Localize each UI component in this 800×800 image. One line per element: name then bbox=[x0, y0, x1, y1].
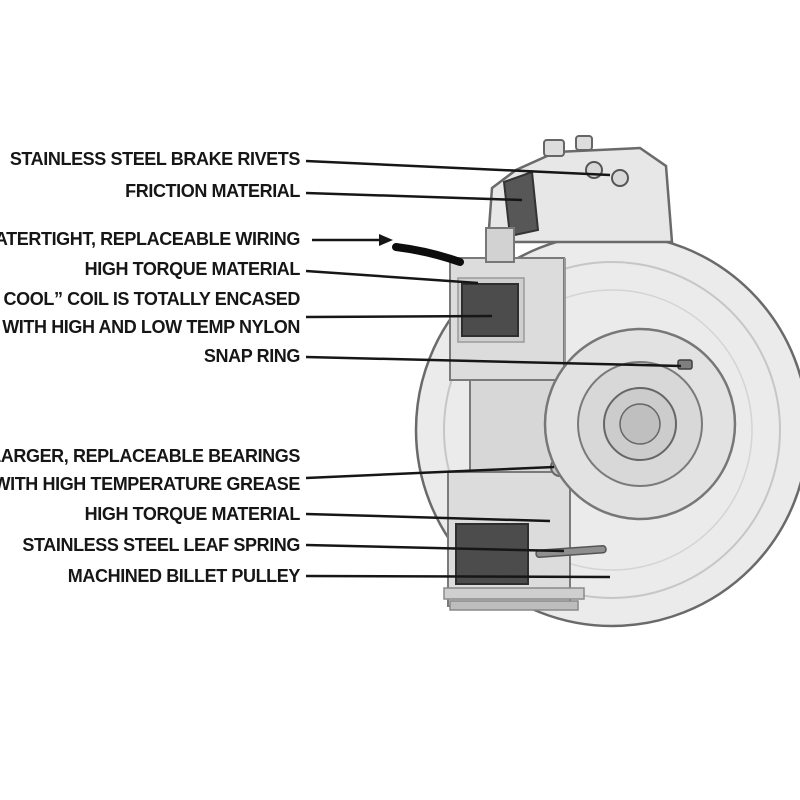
callout-label: WITH HIGH TEMPERATURE GREASE bbox=[0, 474, 300, 494]
callout-high-torque-upper: HIGH TORQUE MATERIAL bbox=[84, 255, 301, 283]
field-coil-lower bbox=[455, 523, 529, 585]
callout-friction-material: FRICTION MATERIAL bbox=[125, 177, 300, 205]
callout-leaf-spring: STAINLESS STEEL LEAF SPRING bbox=[22, 531, 300, 559]
stud-1 bbox=[543, 139, 565, 157]
callout-label: SNAP RING bbox=[203, 346, 300, 366]
callout-label: STAINLESS STEEL BRAKE RIVETS bbox=[9, 149, 301, 169]
leader-lines bbox=[305, 159, 682, 579]
leader-bearings bbox=[305, 465, 555, 480]
wire bbox=[392, 243, 464, 266]
leader-high-torque-upper bbox=[305, 269, 479, 285]
callout-brake-rivets: STAINLESS STEEL BRAKE RIVETS bbox=[9, 145, 301, 173]
callout-snap-ring: SNAP RING bbox=[204, 342, 300, 370]
friction-pad bbox=[502, 170, 540, 238]
callout-bearings: LARGER, REPLACEABLE BEARINGS WITH HIGH T… bbox=[0, 442, 300, 498]
callout-billet-pulley: MACHINED BILLET PULLEY bbox=[67, 562, 301, 590]
wiring-arrowhead-icon bbox=[379, 234, 393, 246]
leader-run-cool-coil bbox=[305, 314, 493, 319]
leader-billet-pulley bbox=[305, 574, 611, 579]
callout-label: HIGH TORQUE MATERIAL bbox=[84, 259, 301, 279]
leader-leaf-spring bbox=[305, 543, 565, 553]
hub bbox=[543, 327, 737, 521]
leader-high-torque-lower bbox=[305, 512, 551, 523]
callout-label: WATERTIGHT, REPLACEABLE WIRING bbox=[0, 229, 300, 249]
callout-label: STAINLESS STEEL LEAF SPRING bbox=[22, 535, 300, 555]
cutaway-section bbox=[443, 257, 621, 611]
callout-label: FRICTION MATERIAL bbox=[125, 181, 300, 201]
callout-label: “RUN COOL” COIL IS TOTALLY ENCASED bbox=[0, 289, 300, 309]
snap-ring bbox=[677, 359, 693, 370]
callout-label: WITH HIGH AND LOW TEMP NYLON bbox=[2, 317, 300, 337]
leaf-spring bbox=[535, 545, 607, 558]
callout-run-cool-coil: “RUN COOL” COIL IS TOTALLY ENCASED WITH … bbox=[0, 285, 300, 341]
callout-label: MACHINED BILLET PULLEY bbox=[67, 566, 301, 586]
pulley-groove-1 bbox=[443, 587, 585, 600]
callout-label: LARGER, REPLACEABLE BEARINGS bbox=[0, 446, 300, 466]
stud-2 bbox=[575, 135, 593, 151]
field-coil-upper bbox=[461, 283, 519, 337]
brake-rivet-2 bbox=[611, 169, 629, 187]
callout-high-torque-lower: HIGH TORQUE MATERIAL bbox=[84, 500, 301, 528]
leader-snap-ring bbox=[305, 355, 682, 368]
callout-label: HIGH TORQUE MATERIAL bbox=[84, 504, 301, 524]
leader-friction-material bbox=[305, 191, 523, 202]
bracket bbox=[485, 227, 515, 263]
callout-wiring: WATERTIGHT, REPLACEABLE WIRING bbox=[0, 225, 300, 253]
pulley-groove-2 bbox=[449, 600, 579, 611]
leader-brake-rivets bbox=[305, 159, 611, 177]
